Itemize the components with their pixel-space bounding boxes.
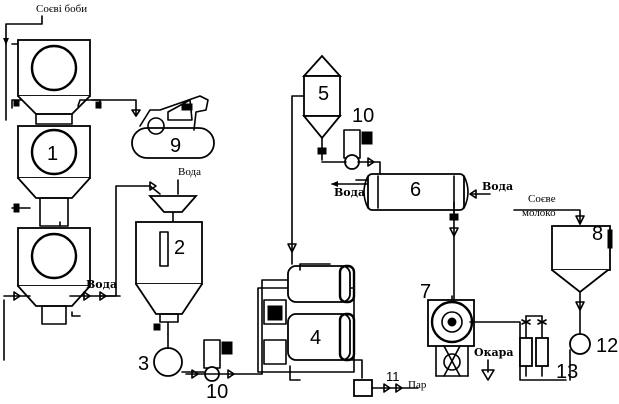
water-label-3: Вода [334,186,365,199]
top-hopper [17,39,91,97]
dosing-pump-10-top: 10 [321,105,381,175]
soaker-funnel [148,195,198,213]
water-label-2: Вода [178,166,201,178]
label-4: 4 [310,327,321,349]
soy-milk-label-2: молоко [522,207,556,219]
steam-generator-11: 11 Пар [343,359,427,397]
okara-label: Окара [474,346,513,359]
dosing-pump-10-bottom: 10 [185,339,263,403]
soaker-tank [135,221,203,285]
soy-beans-label: Соєві боби [36,3,87,15]
label-1: 1 [47,143,58,165]
soaker-2: Вода 2 [135,166,203,335]
label-10-bottom: 10 [206,381,228,403]
label-10-top: 10 [352,105,374,127]
pump-3: 3 [138,333,205,377]
hopper-column-1: Вода 1 [3,39,121,361]
label-11: 11 [386,369,400,384]
transfer-line-to-soaker [99,181,161,297]
storage-tank-8: Соєве молоко 8 12 [513,193,618,381]
water-label-1: Вода [86,278,117,291]
filters-13: 13 [519,315,578,383]
label-7: 7 [420,281,431,303]
label-3: 3 [138,353,149,375]
label-9: 9 [170,135,181,157]
lower-hopper [17,227,91,287]
reactor-4: 4 [257,263,356,381]
separator-7: 7 Окара [420,281,567,381]
label-12: 12 [596,335,618,357]
label-2: 2 [174,237,185,259]
label-5: 5 [318,83,329,105]
label-6: 6 [410,179,421,201]
water-label-4: Вода [482,180,513,193]
compressor-9: 9 [77,95,215,159]
label-13: 13 [556,361,578,383]
soy-milk-label-1: Соєве [528,193,556,205]
heat-exchanger-6: Вода Вода 6 [331,173,513,301]
steam-label: Пар [408,379,427,391]
tank-5: 5 [287,54,343,265]
feed-line [5,15,43,121]
label-8: 8 [592,223,603,245]
